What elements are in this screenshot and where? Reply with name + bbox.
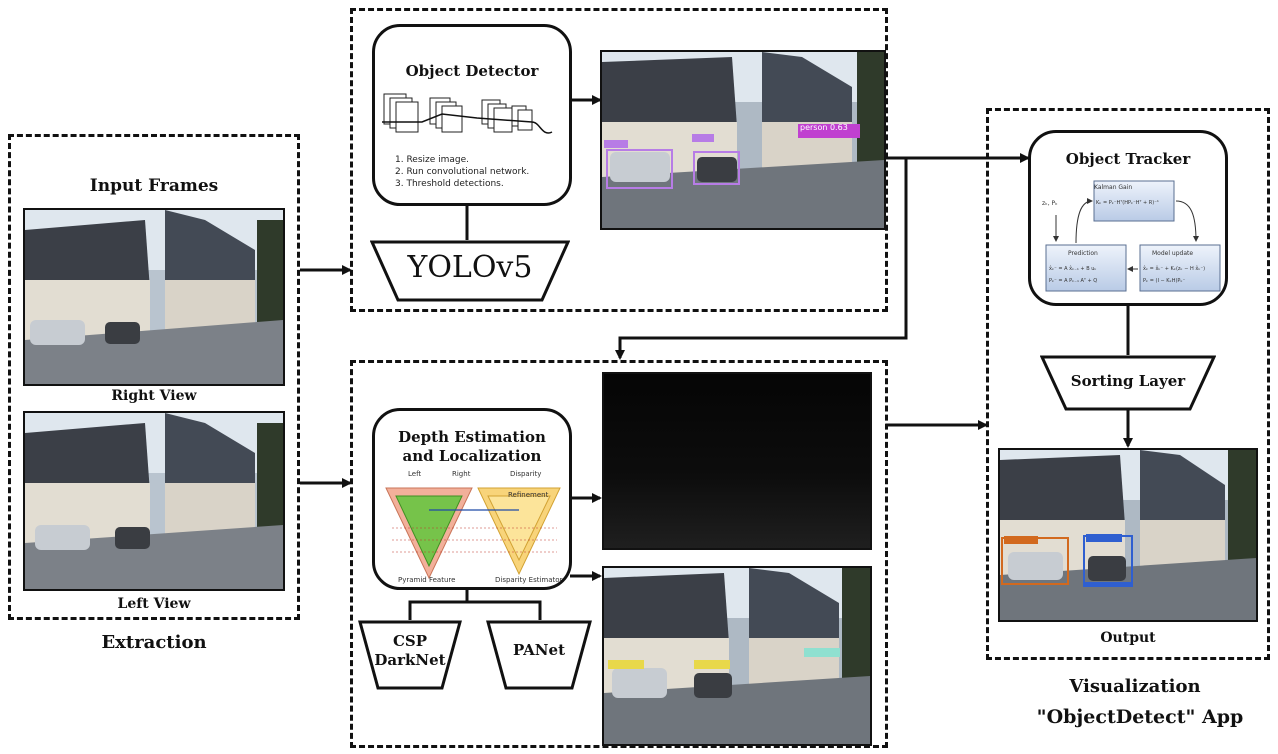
- detection-label-tag: person 0.63: [800, 123, 848, 132]
- output-label: Output: [1100, 630, 1156, 646]
- tracker-input-symbol: zₖ, Pₖ: [1042, 200, 1058, 207]
- arrow-branch-to-depth: [615, 158, 908, 360]
- model-update-title: Model update: [1152, 250, 1194, 257]
- extraction-label: Extraction: [101, 632, 207, 653]
- kalman-gain-title: Kalman Gain: [1094, 184, 1133, 191]
- right-view-image: [23, 208, 285, 386]
- depth-title-line2: and Localization: [402, 447, 542, 465]
- panet-label: PANet: [512, 641, 565, 659]
- depth-pyramid-diagram: [385, 487, 561, 580]
- depth-sub-refinement: Refinement: [508, 491, 549, 499]
- visualization-panel: [986, 108, 1270, 660]
- panet-trapezoid: [486, 620, 592, 690]
- model-update-eq2: Pₖ = (I − KₖH)Pₖ⁻: [1143, 278, 1186, 284]
- cnn-diagram-icon: [382, 93, 553, 134]
- sorting-layer-trapezoid: [1040, 355, 1216, 411]
- left-view-image: [23, 411, 285, 591]
- kalman-filter-diagram: [1045, 180, 1221, 292]
- depth-sub-disparity: Disparity: [510, 470, 542, 478]
- detector-step-3: 3. Threshold detections.: [395, 179, 504, 189]
- depth-sub-left: Left: [408, 470, 422, 478]
- csp-label: CSP: [392, 632, 428, 650]
- object-detector-panel: [350, 8, 888, 312]
- output-image: [998, 448, 1258, 622]
- object-detector-title: Object Detector: [405, 62, 539, 80]
- depth-estimation-panel: [350, 360, 888, 748]
- depth-sub-right: Right: [452, 470, 471, 478]
- object-tracker-title: Object Tracker: [1065, 150, 1191, 168]
- line-backbones-branch: [408, 600, 542, 620]
- kalman-gain-eq: Kₖ = Pₖ⁻Hᵀ(HPₖ⁻Hᵀ + R)⁻¹: [1096, 200, 1159, 206]
- darknet-label: DarkNet: [374, 651, 446, 669]
- yolov5-label: YOLOv5: [407, 250, 533, 285]
- depth-title-line1: Depth Estimation: [398, 428, 546, 446]
- prediction-eq1: x̂ₖ⁻ = A x̂ₖ₋₁ + B uₖ: [1049, 266, 1097, 272]
- left-view-label: Left View: [117, 596, 191, 612]
- input-frames-panel: [8, 134, 300, 620]
- visualization-title: Visualization: [1069, 676, 1201, 697]
- localization-result-image: [602, 566, 872, 746]
- visualization-app-name: "ObjectDetect" App: [1036, 706, 1244, 728]
- csp-darknet-trapezoid: [358, 620, 462, 690]
- prediction-title: Prediction: [1068, 250, 1098, 257]
- prediction-eq2: Pₖ⁻ = A Pₖ₋₁ Aᵀ + Q: [1049, 278, 1098, 284]
- depth-cap-left: Pyramid Feature: [398, 576, 456, 584]
- yolov5-trapezoid: [370, 240, 570, 302]
- sorting-layer-label: Sorting Layer: [1070, 372, 1186, 390]
- depth-map-image: [602, 372, 872, 550]
- depth-cap-right: Disparity Estimator: [495, 576, 563, 584]
- right-view-label: Right View: [111, 388, 197, 404]
- input-frames-title: Input Frames: [89, 176, 219, 196]
- detection-result-image: [600, 50, 886, 230]
- detector-step-1: 1. Resize image.: [395, 155, 470, 165]
- model-update-eq1: x̂ₖ = x̂ₖ⁻ + Kₖ(zₖ − H x̂ₖ⁻): [1143, 266, 1206, 272]
- detector-step-2: 2. Run convolutional network.: [395, 167, 530, 177]
